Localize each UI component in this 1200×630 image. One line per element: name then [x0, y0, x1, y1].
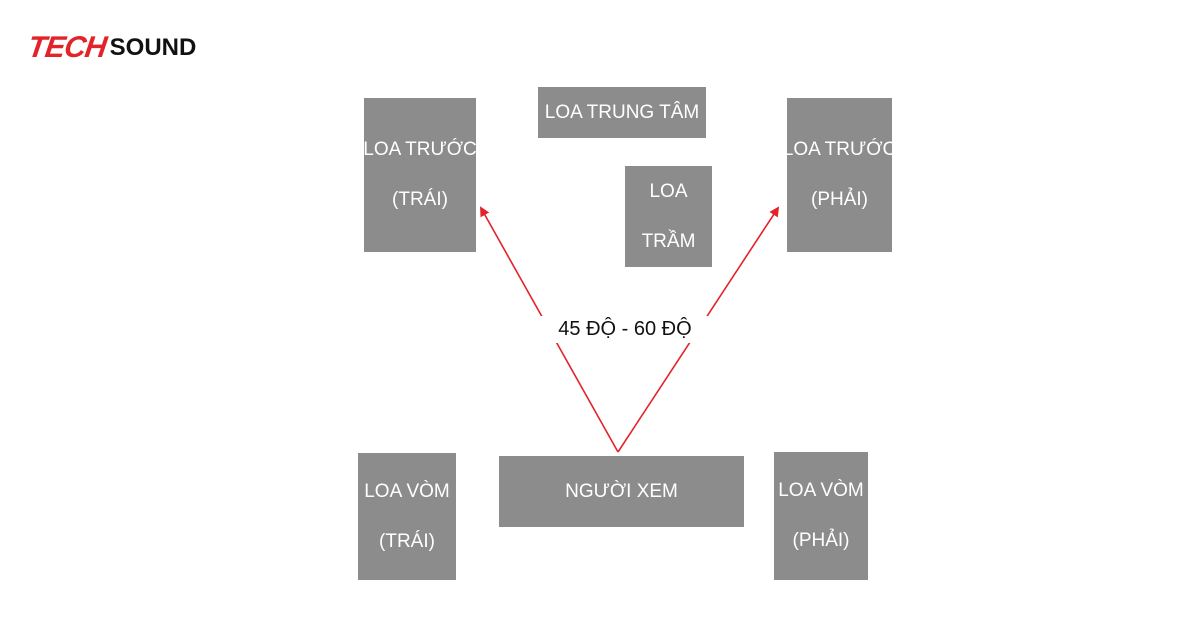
- surround-right-line2: (PHẢI): [792, 530, 850, 551]
- logo-sound-text: SOUND: [109, 34, 197, 61]
- subwoofer-line2: TRẦM: [641, 230, 696, 252]
- surround-right-line1: LOA VÒM: [778, 480, 864, 501]
- front-right-line1: LOA TRƯỚC: [782, 139, 897, 160]
- surround-left-line1: LOA VÒM: [364, 480, 450, 502]
- front-right-speaker-box: LOA TRƯỚC (PHẢI): [783, 98, 896, 252]
- front-left-speaker-box: LOA TRƯỚC (TRÁI): [363, 98, 477, 252]
- surround-left-line2: (TRÁI): [379, 530, 435, 552]
- front-left-line2: (TRÁI): [392, 189, 448, 210]
- techsound-logo: TECH SOUND: [26, 30, 197, 66]
- surround-left-speaker-box: LOA VÒM (TRÁI): [358, 453, 456, 580]
- front-left-line1: LOA TRƯỚC: [363, 139, 477, 160]
- viewer-line1: NGƯỜI XEM: [565, 480, 678, 502]
- center-line1: LOA TRUNG TÂM: [544, 101, 700, 123]
- center-speaker-box: LOA TRUNG TÂM: [538, 87, 706, 138]
- subwoofer-box: LOA TRẦM: [625, 166, 712, 267]
- angle-label: 45 ĐỘ - 60 ĐỘ: [540, 316, 710, 343]
- viewer-box: NGƯỜI XEM: [499, 456, 744, 527]
- subwoofer-line1: LOA: [649, 180, 688, 202]
- surround-right-speaker-box: LOA VÒM (PHẢI): [774, 452, 868, 580]
- front-right-line2: (PHẢI): [811, 189, 868, 210]
